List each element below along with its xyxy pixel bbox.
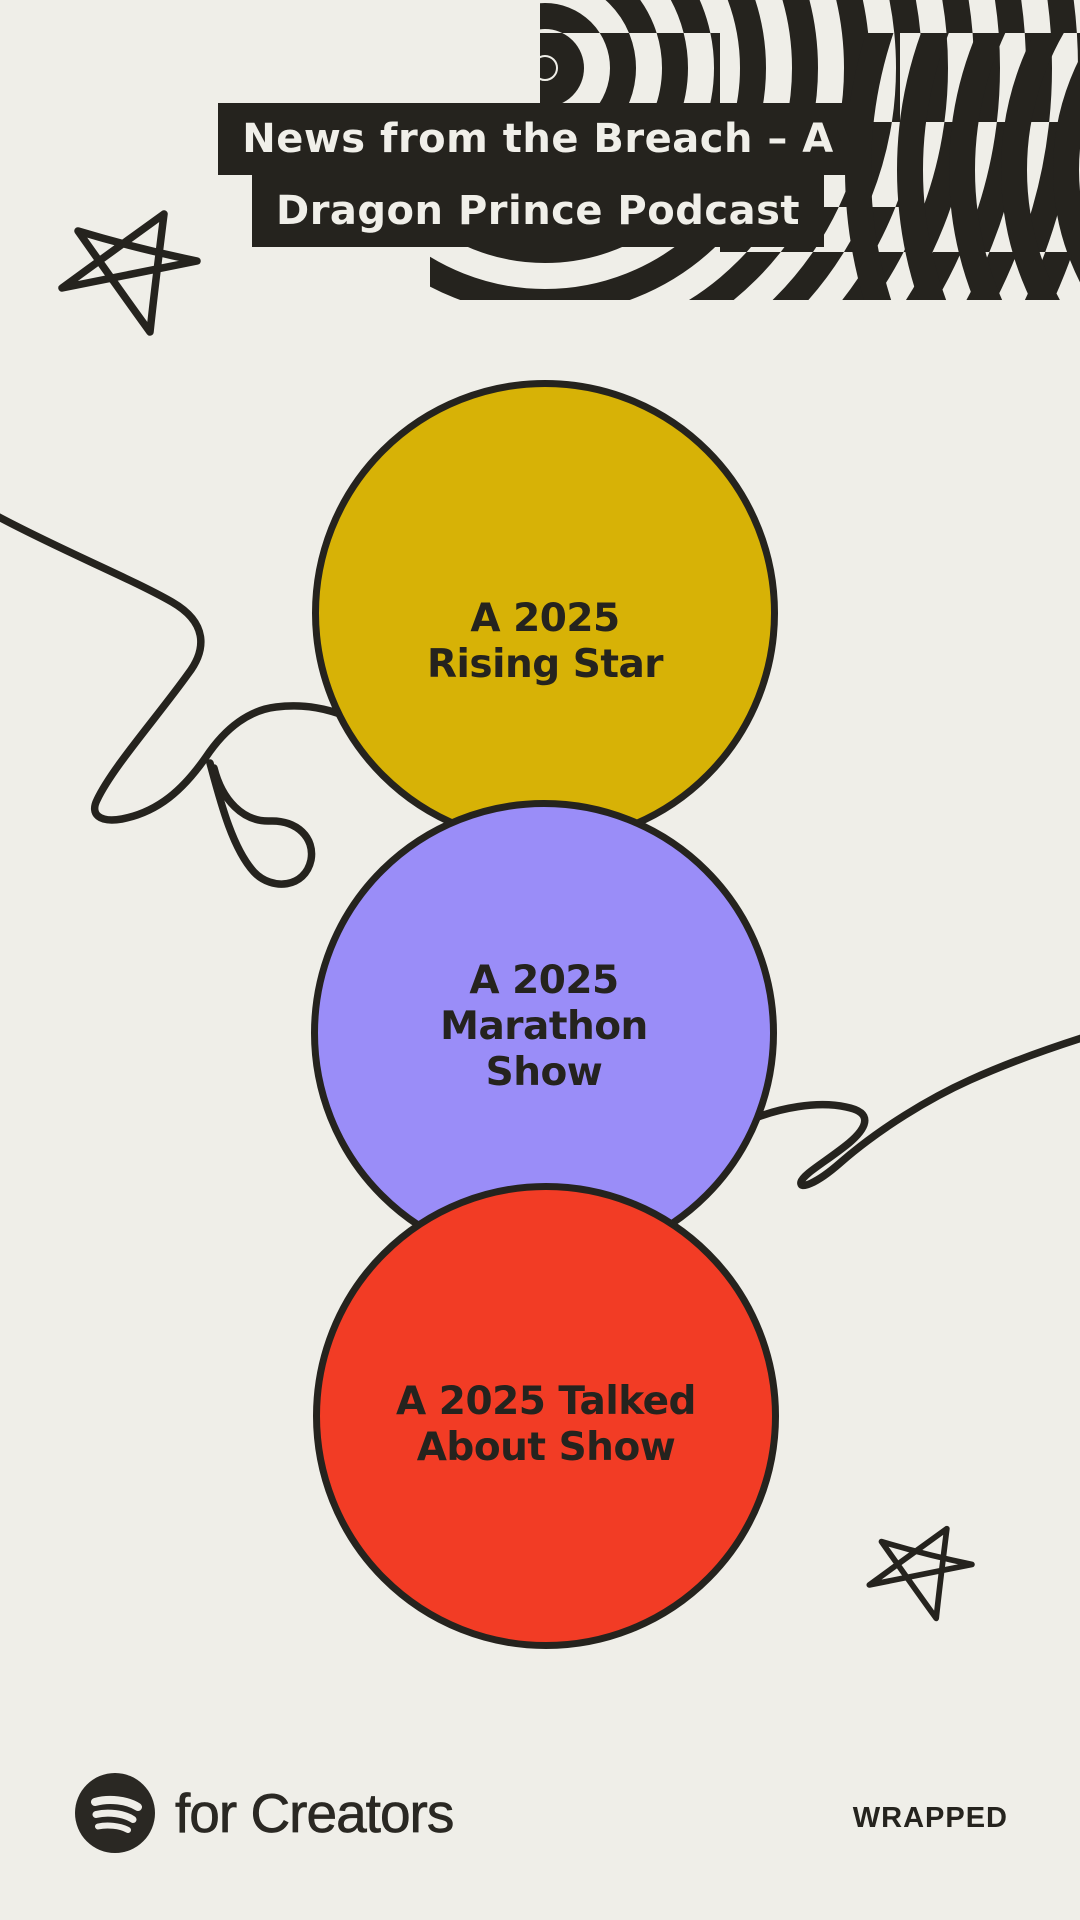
badge-talked-about-show: A 2025 Talked About Show <box>313 1183 779 1649</box>
podcast-title-line-1: News from the Breach – A <box>218 103 858 175</box>
podcast-title-banner: News from the Breach – A Dragon Prince P… <box>0 103 1076 247</box>
squiggle-line-icon <box>0 513 344 888</box>
wrapped-label: WRAPPED <box>852 1802 1008 1834</box>
podcast-title-line-2: Dragon Prince Podcast <box>252 175 824 247</box>
badge-marathon-show: A 2025 Marathon Show <box>311 800 777 1266</box>
spotify-logo-icon <box>75 1773 155 1853</box>
for-creators-wordmark: for Creators <box>175 1782 455 1845</box>
badge-marathon-show-label: A 2025 Marathon Show <box>440 958 648 1095</box>
badge-talked-about-show-label: A 2025 Talked About Show <box>396 1379 696 1470</box>
star-doodle-icon <box>58 210 201 336</box>
squiggle-line-icon <box>741 1034 1080 1190</box>
badge-rising-star-label: A 2025 Rising Star <box>426 596 664 687</box>
badge-rising-star: A 2025 Rising Star <box>312 380 778 846</box>
star-doodle-icon <box>866 1525 975 1622</box>
spotify-for-creators-logo: for Creators <box>75 1773 455 1853</box>
